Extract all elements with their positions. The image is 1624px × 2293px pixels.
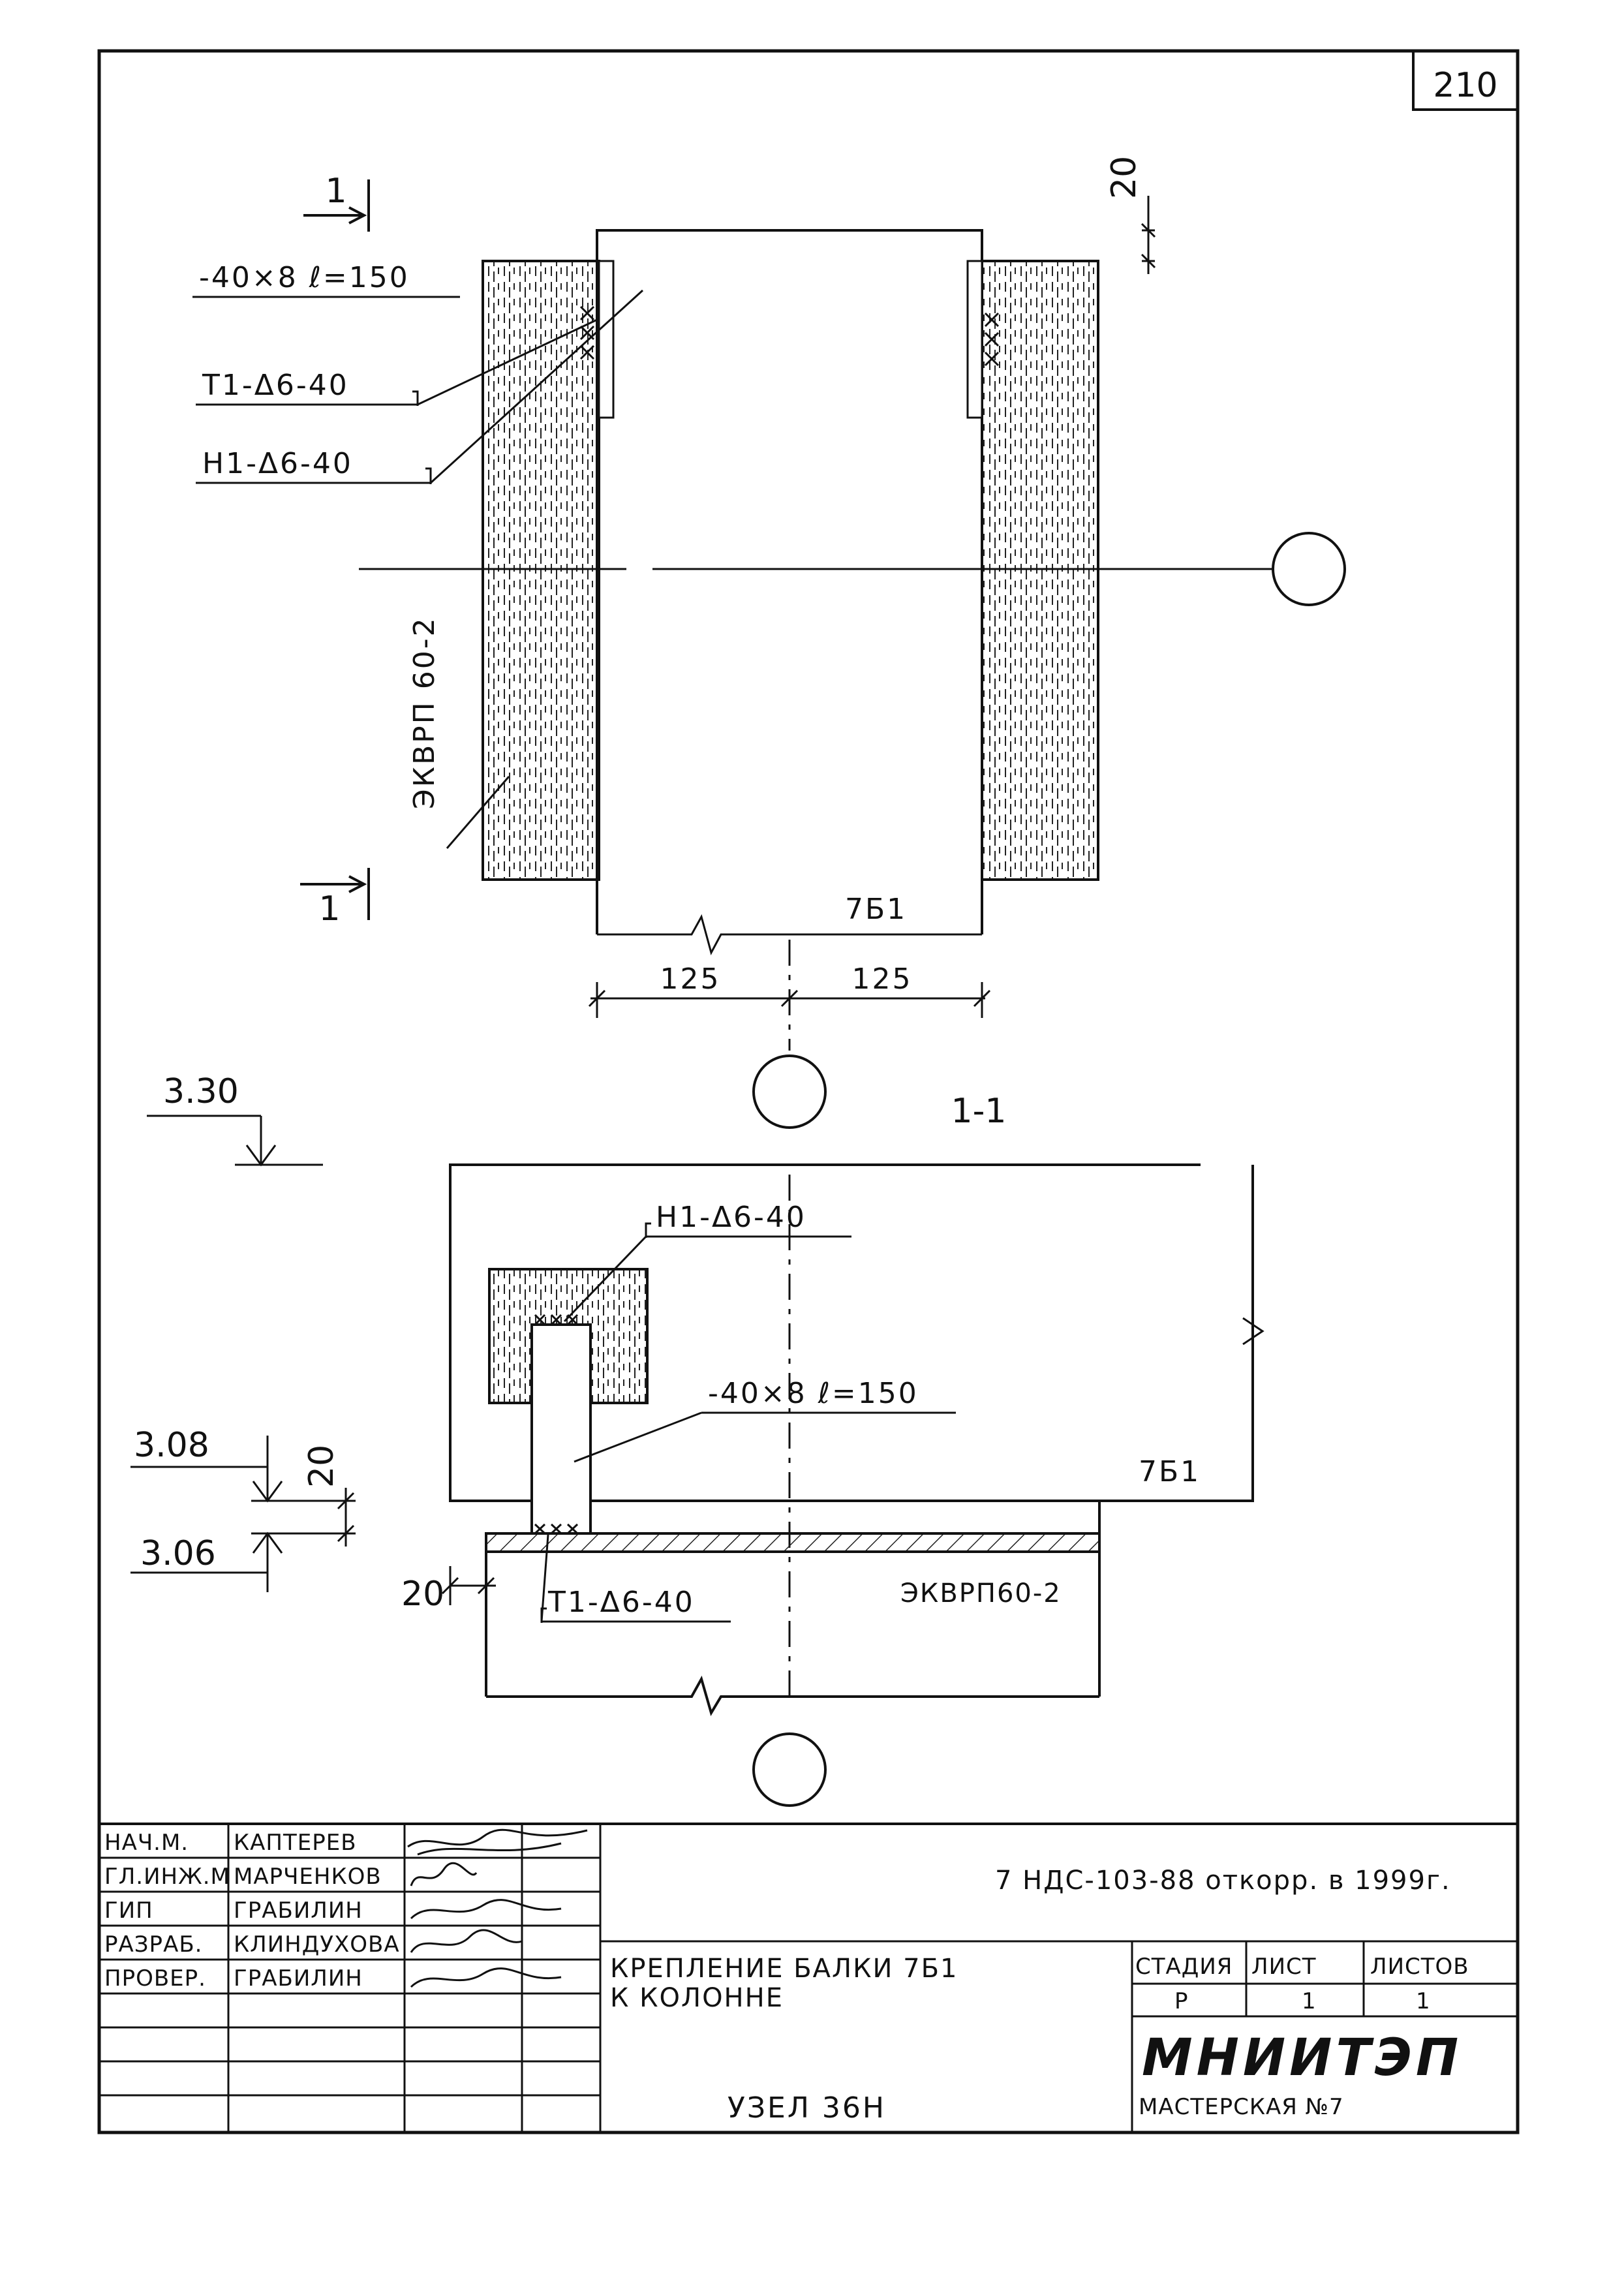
weld-marks-right <box>984 312 1000 367</box>
tb-stage-header: СТАДИЯ <box>1135 1954 1233 1980</box>
tb-sheet-header: ЛИСТ <box>1251 1954 1317 1980</box>
plan-dim-top-label: 20 <box>1105 156 1144 199</box>
dim-horizontal-label: 20 <box>401 1575 444 1614</box>
tb-name-4: КЛИНДУХОВА <box>234 1931 400 1958</box>
plan-dim-bottom <box>588 982 991 1018</box>
tb-sheets-header: ЛИСТОВ <box>1370 1954 1469 1980</box>
plan-dim-top <box>1141 196 1156 274</box>
title-block: НАЧ.М. КАПТЕРЕВ ГЛ.ИНЖ.М МАРЧЕНКОВ ГИП Г… <box>99 1823 1518 2132</box>
section-plate-label: -40×8 ℓ=150 <box>708 1377 919 1410</box>
axis-bubble-bottom <box>752 1054 827 1129</box>
section-plate <box>530 1323 592 1535</box>
section-column-cap <box>485 1532 1101 1553</box>
section-beam-outline <box>449 1163 1254 1502</box>
plate-left <box>598 260 615 419</box>
tb-workshop: МАСТЕРСКАЯ №7 <box>1139 2094 1344 2120</box>
tb-name-5: ГРАБИЛИН <box>234 1965 363 1992</box>
tb-sheet-value: 1 <box>1302 1988 1317 2014</box>
signatures <box>407 1828 588 1988</box>
dim-vertical-label: 20 <box>302 1445 341 1488</box>
section-mark-bottom <box>300 868 370 920</box>
axis-bubble-right <box>1272 532 1346 606</box>
elev-low-label: 3.06 <box>140 1534 216 1573</box>
plan-view: 1 1 -40×8 ℓ=150 T1-Δ6-40 Н1-Δ6-40 <box>192 156 1346 1129</box>
section-mark-top-label: 1 <box>325 172 346 211</box>
section-column-label: ЭКВРП60-2 <box>900 1578 1062 1608</box>
plan-plate-label: -40×8 ℓ=150 <box>199 261 410 294</box>
section-view: 1-1 3.30 Н1-Δ6-40 <box>130 1072 1264 1807</box>
tb-org: МНИИТЭП <box>1142 2029 1462 2087</box>
tb-name-3: ГРАБИЛИН <box>234 1898 363 1924</box>
elev-mid-label: 3.08 <box>134 1426 209 1465</box>
section-weld-bottom <box>534 1523 579 1535</box>
tb-sheets-value: 1 <box>1416 1988 1431 2014</box>
tb-name-1: КАПТЕРЕВ <box>234 1830 357 1856</box>
section-title: 1-1 <box>951 1092 1007 1131</box>
section-axis-bubble <box>752 1732 827 1807</box>
plan-break-line <box>597 914 982 956</box>
plan-dim-right-label: 125 <box>852 962 913 996</box>
tb-title-line1: КРЕПЛЕНИЕ БАЛКИ 7Б1 <box>610 1954 958 1984</box>
sheet-number: 210 <box>1433 66 1497 105</box>
column-right <box>981 260 1099 881</box>
beam-outline <box>596 229 983 934</box>
plan-weld-t-label: T1-Δ6-40 <box>202 369 349 402</box>
section-weld-h-label: Н1-Δ6-40 <box>656 1201 806 1234</box>
section-weld-t-label: T1-Δ6-40 <box>547 1586 695 1619</box>
tb-role-4: РАЗРАБ. <box>104 1931 202 1958</box>
tb-stage-value: Р <box>1174 1988 1189 2014</box>
tb-role-5: ПРОВЕР. <box>104 1965 206 1992</box>
tb-doc-code: 7 НДС-103-88 откорр. в 1999г. <box>995 1866 1451 1896</box>
section-mark-top <box>303 179 370 232</box>
tb-title-line2: К КОЛОННЕ <box>610 1983 784 2013</box>
elev-top-label: 3.30 <box>163 1072 239 1111</box>
section-mark-bottom-label: 1 <box>318 889 340 929</box>
plan-column-label: ЭКВРП 60-2 <box>408 616 441 809</box>
tb-role-2: ГЛ.ИНЖ.М <box>104 1864 230 1890</box>
tb-name-2: МАРЧЕНКОВ <box>234 1864 382 1890</box>
tb-role-3: ГИП <box>104 1898 153 1924</box>
tb-role-1: НАЧ.М. <box>104 1830 189 1856</box>
plan-beam-label: 7Б1 <box>845 893 907 926</box>
plan-weld-h-label: Н1-Δ6-40 <box>202 447 353 480</box>
tb-node: УЗЕЛ 36Н <box>728 2091 886 2125</box>
sheet-frame <box>97 49 1520 2134</box>
section-beam-label: 7Б1 <box>1139 1455 1201 1488</box>
sheet-number-box: 210 <box>1412 50 1519 111</box>
plate-right <box>966 260 983 419</box>
plan-dim-left-label: 125 <box>660 962 721 996</box>
